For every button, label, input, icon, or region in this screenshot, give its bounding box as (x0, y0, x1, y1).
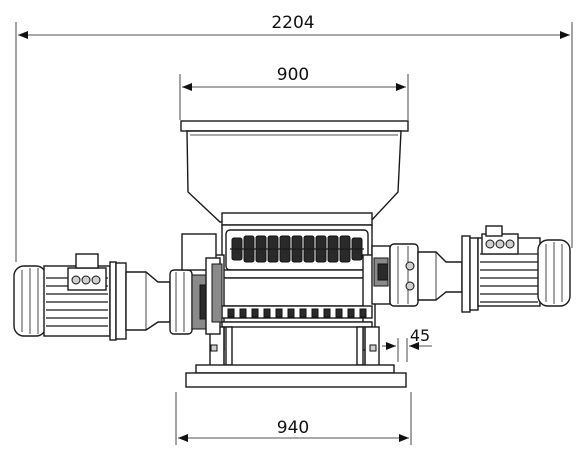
right-drive (371, 225, 571, 313)
frame (185, 326, 407, 388)
hopper (180, 120, 409, 223)
cutting-chamber (211, 212, 376, 351)
overall-width-label: 2204 (271, 13, 314, 33)
hopper-width-label: 900 (277, 65, 309, 85)
blade-row (221, 305, 373, 328)
right-motor-fins (480, 253, 538, 303)
left-drive (13, 233, 223, 341)
left-motor-fins (46, 277, 108, 327)
dimension-base-width: 940 (175, 392, 412, 445)
base-width-label: 940 (277, 418, 309, 438)
dimension-small-gap: 45 (382, 326, 432, 362)
dimension-hopper-width: 900 (179, 65, 409, 120)
dimension-overall-width: 2204 (15, 13, 573, 262)
small-gap-label: 45 (410, 326, 430, 345)
chamber-slots (230, 235, 364, 263)
